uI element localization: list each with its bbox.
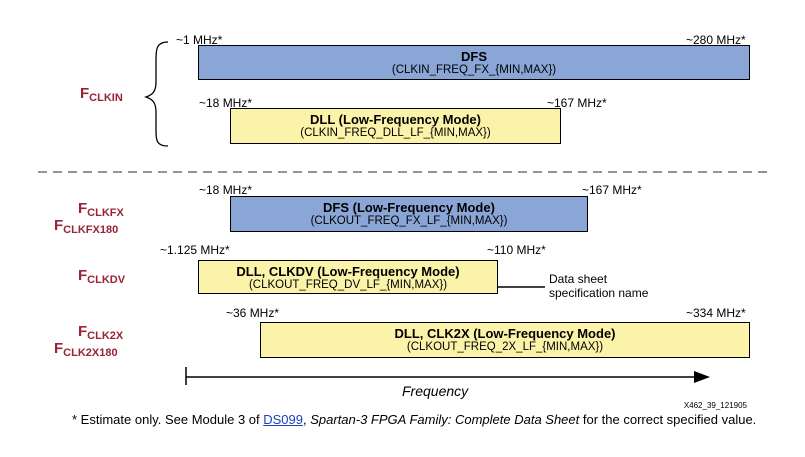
annotation-line2: specification name xyxy=(549,286,649,300)
frequency-axis-arrowhead xyxy=(694,371,710,383)
brace-icon xyxy=(143,41,169,147)
footnote-suffix: for the correct specified value. xyxy=(579,412,757,427)
bar-clkdv-min-label: ~1.125 MHz* xyxy=(160,243,230,257)
footnote: * Estimate only. See Module 3 of DS099, … xyxy=(72,412,772,428)
bar-clk2x-title: DLL, CLK2X (Low-Frequency Mode) xyxy=(394,326,616,341)
bar-dfs-title: DFS xyxy=(461,49,487,64)
bar-dfs-lf: DFS (Low-Frequency Mode) (CLKOUT_FREQ_FX… xyxy=(230,196,588,232)
bar-dfs-lf-max-label: ~167 MHz* xyxy=(582,183,642,197)
ds099-link[interactable]: DS099 xyxy=(263,412,303,427)
signal-fclkdv: FCLKDV xyxy=(78,267,126,287)
bar-clkdv: DLL, CLKDV (Low-Frequency Mode) (CLKOUT_… xyxy=(198,260,498,294)
bar-clk2x: DLL, CLK2X (Low-Frequency Mode) (CLKOUT_… xyxy=(260,322,750,358)
signal-fclkin: FCLKIN xyxy=(80,85,123,105)
bar-dfs-max-label: ~280 MHz* xyxy=(686,33,746,47)
frequency-axis-label: Frequency xyxy=(402,383,469,399)
bar-dll-lf-min-label: ~18 MHz* xyxy=(199,96,253,110)
bar-dfs-lf-title: DFS (Low-Frequency Mode) xyxy=(323,200,495,215)
bar-clk2x-param: (CLKOUT_FREQ_2X_LF_{MIN,MAX}) xyxy=(406,341,604,353)
signal-fclk2x: FCLK2X xyxy=(78,323,124,343)
figure-id: X462_39_121905 xyxy=(683,401,747,410)
bar-dll-lf-max-label: ~167 MHz* xyxy=(547,96,607,110)
footnote-prefix: * Estimate only. See Module 3 of xyxy=(72,412,264,427)
bar-clkdv-max-label: ~110 MHz* xyxy=(487,243,546,257)
footnote-middle: , xyxy=(303,412,311,427)
bar-dfs-lf-min-label: ~18 MHz* xyxy=(199,183,253,197)
footnote-doc-title: Spartan-3 FPGA Family: Complete Data She… xyxy=(310,412,580,427)
bar-dll-lf-title: DLL (Low-Frequency Mode) xyxy=(310,112,481,127)
bar-dfs-param: (CLKIN_FREQ_FX_{MIN,MAX}) xyxy=(391,64,557,76)
signal-fclk2x180: FCLK2X180 xyxy=(54,340,118,360)
annotation-line1: Data sheet xyxy=(549,272,608,286)
bar-clk2x-min-label: ~36 MHz* xyxy=(226,306,280,320)
bar-dfs-min-label: ~1 MHz* xyxy=(176,33,223,47)
bar-dfs-lf-param: (CLKOUT_FREQ_FX_LF_{MIN,MAX}) xyxy=(310,215,508,227)
bar-clk2x-max-label: ~334 MHz* xyxy=(686,306,746,320)
bar-dll-lf: DLL (Low-Frequency Mode) (CLKIN_FREQ_DLL… xyxy=(230,108,561,144)
annotation-text: Data sheet specification name xyxy=(549,272,648,300)
bar-clkdv-param: (CLKOUT_FREQ_DV_LF_{MIN,MAX}) xyxy=(248,279,448,291)
signal-fclkfx: FCLKFX xyxy=(78,200,124,220)
bar-dfs: DFS (CLKIN_FREQ_FX_{MIN,MAX}) xyxy=(198,45,750,80)
signal-fclkfx180: FCLKFX180 xyxy=(54,217,119,237)
bar-clkdv-title: DLL, CLKDV (Low-Frequency Mode) xyxy=(236,264,460,279)
bar-dll-lf-param: (CLKIN_FREQ_DLL_LF_{MIN,MAX}) xyxy=(300,127,491,139)
